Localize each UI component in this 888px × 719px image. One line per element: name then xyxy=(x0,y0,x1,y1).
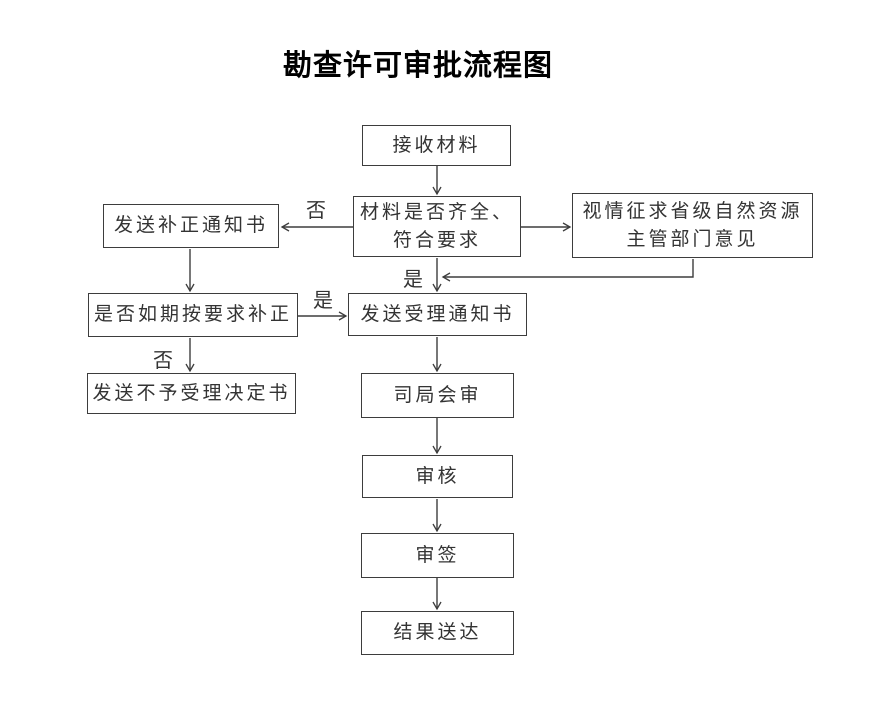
node-provincial-consultation: 视情征求省级自然资源 主管部门意见 xyxy=(572,193,813,258)
node-dept-joint-review: 司局会审 xyxy=(361,373,514,418)
edge-label-no-from-timely: 否 xyxy=(153,350,173,372)
diagram-title: 勘查许可审批流程图 xyxy=(283,50,554,82)
node-timely-correction-check: 是否如期按要求补正 xyxy=(88,293,298,337)
edge-label-yes-from-timely: 是 xyxy=(313,290,333,312)
node-rejection-decision: 发送不予受理决定书 xyxy=(87,373,296,414)
node-review: 审核 xyxy=(362,455,513,498)
node-receive-materials: 接收材料 xyxy=(362,125,511,166)
edge-provincial-to-acceptance-line xyxy=(441,259,694,282)
node-acceptance-notice: 发送受理通知书 xyxy=(348,293,527,336)
node-materials-check: 材料是否齐全、 符合要求 xyxy=(353,196,521,257)
node-sign-off: 审签 xyxy=(361,533,514,578)
node-result-delivery: 结果送达 xyxy=(361,611,514,655)
node-correction-notice: 发送补正通知书 xyxy=(103,204,279,248)
edge-label-no-to-correction: 否 xyxy=(306,200,326,222)
edge-label-yes-to-acceptance: 是 xyxy=(403,269,423,291)
